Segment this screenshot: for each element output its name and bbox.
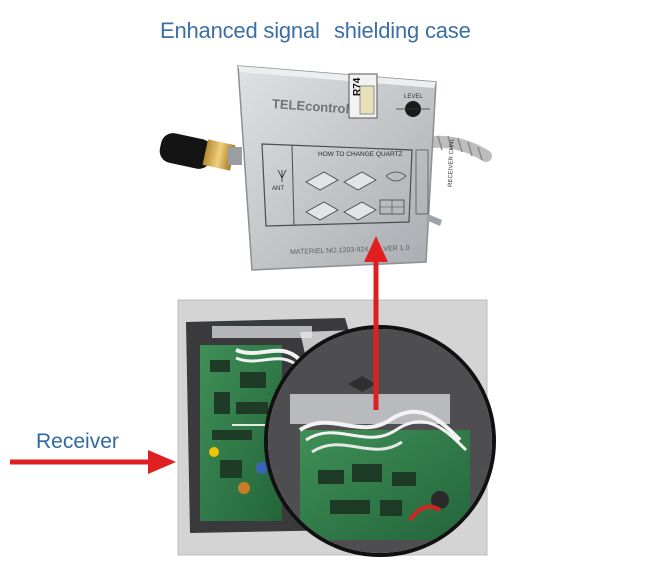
heading-part-1: Enhanced signal <box>160 18 320 43</box>
tag-label: R74 <box>352 77 363 96</box>
receiver-arrow <box>10 450 176 474</box>
ant-label: ANT <box>272 186 284 192</box>
spring-antenna <box>426 135 492 162</box>
level-label: LEVEL <box>404 94 423 100</box>
up-arrow <box>364 236 388 410</box>
brand-text: TELEcontrol <box>272 96 350 116</box>
magnifier-circle <box>264 325 496 557</box>
instructions-title: HOW TO CHANGE QUARTZ <box>318 151 403 158</box>
antenna-connector <box>159 133 242 171</box>
receiver-label: Receiver <box>36 430 119 453</box>
serial-text: MATERIEL NO.1203-924 -R1 VER 1.0 <box>290 245 410 256</box>
shielding-case: R74 TELEcontrol LEVEL HOW TO CHANGE QUAR… <box>237 65 456 271</box>
side-label: RECEIVER CHNL <box>448 138 456 188</box>
heading-part-2: shielding case <box>334 18 471 43</box>
